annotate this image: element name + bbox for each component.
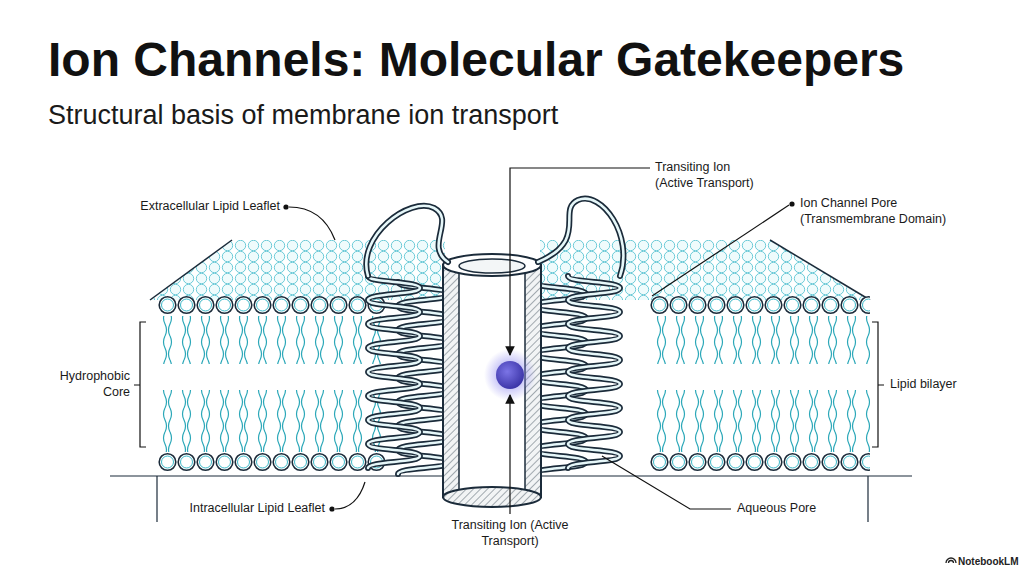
- pore-label: Aqueous Pore: [737, 501, 847, 517]
- subtitle: Structural basis of membrane ion transpo…: [48, 99, 558, 131]
- ion-label: Transiting Ion (Active Transport): [655, 160, 767, 191]
- watermark: NotebookLM: [958, 556, 1020, 569]
- title: Ion Channels: Molecular Gatekeepers: [48, 34, 904, 87]
- leaflet-label: Extracellular Lipid Leaflet: [100, 199, 280, 215]
- leaflet-label: Intracellular Lipid Leaflet: [150, 501, 325, 517]
- ion-label: Transiting Ion (Active Transport): [445, 518, 575, 549]
- bilayer-label: Lipid bilayer: [890, 377, 990, 393]
- pore-label: Ion Channel Pore (Transmembrane Domain): [800, 196, 960, 227]
- core-label: Hydrophobic Core: [50, 369, 130, 400]
